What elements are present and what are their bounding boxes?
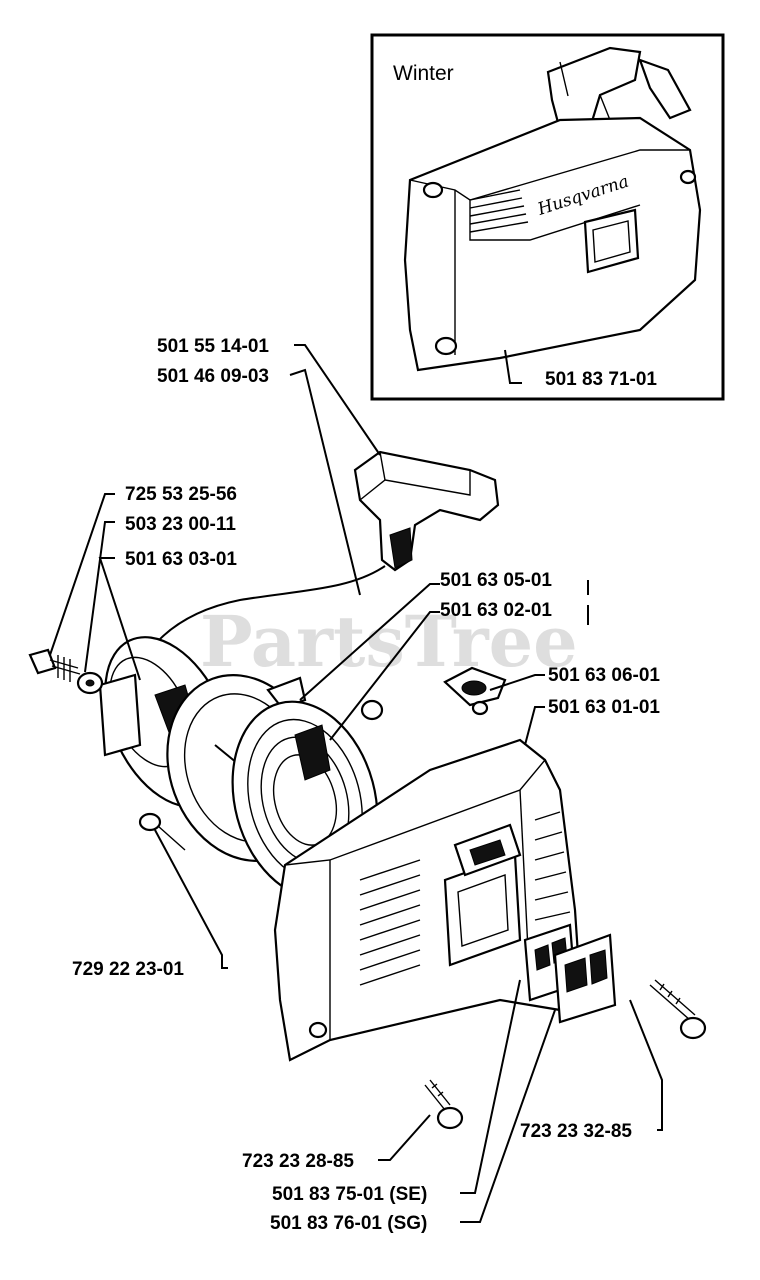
washer-left [76, 671, 104, 695]
winter-cover-inset: Winter Husqvarna [370, 33, 725, 401]
decals [523, 923, 617, 1024]
part-labels: 501 55 14-01 501 46 09-03 725 53 25-56 5… [72, 336, 660, 1234]
label-decal-sg: 501 83 76-01 (SG) [270, 1213, 427, 1234]
label-screw-right: 723 23 32-85 [520, 1121, 632, 1142]
label-pulley: 501 63 03-01 [125, 549, 237, 570]
label-screw-left: 725 53 25-56 [125, 484, 237, 505]
inset-title: Winter [393, 62, 454, 85]
label-starter-rope: 501 46 09-03 [157, 366, 269, 387]
label-decal-se: 501 83 75-01 (SE) [272, 1184, 427, 1205]
leader-lines [49, 344, 663, 1223]
label-washer-left: 503 23 00-11 [125, 514, 236, 535]
screw-bottom [424, 1079, 464, 1130]
starter-housing [273, 738, 582, 1062]
pin [138, 812, 186, 851]
label-pin: 729 22 23-01 [72, 959, 184, 980]
screw-left [28, 648, 81, 682]
starter-rope [149, 565, 386, 651]
cover-vent-slots [469, 189, 529, 233]
watermark: PartsTree [200, 600, 578, 683]
label-winter-cover: 501 83 71-01 [545, 369, 657, 390]
label-rope-guide: 501 63 06-01 [548, 665, 660, 686]
label-spring-b: 501 63 02-01 [440, 600, 552, 621]
label-screw-bottom: 723 23 28-85 [242, 1151, 354, 1172]
label-housing: 501 63 01-01 [548, 697, 660, 718]
rope-guide [443, 666, 507, 716]
screw-right [649, 979, 707, 1040]
winter-cover-illustration: Husqvarna [403, 46, 702, 384]
housing-vents [359, 811, 571, 986]
starter-handle [353, 450, 500, 572]
label-starter-handle: 501 55 14-01 [157, 336, 269, 357]
label-spring-a: 501 63 05-01 [440, 570, 552, 591]
